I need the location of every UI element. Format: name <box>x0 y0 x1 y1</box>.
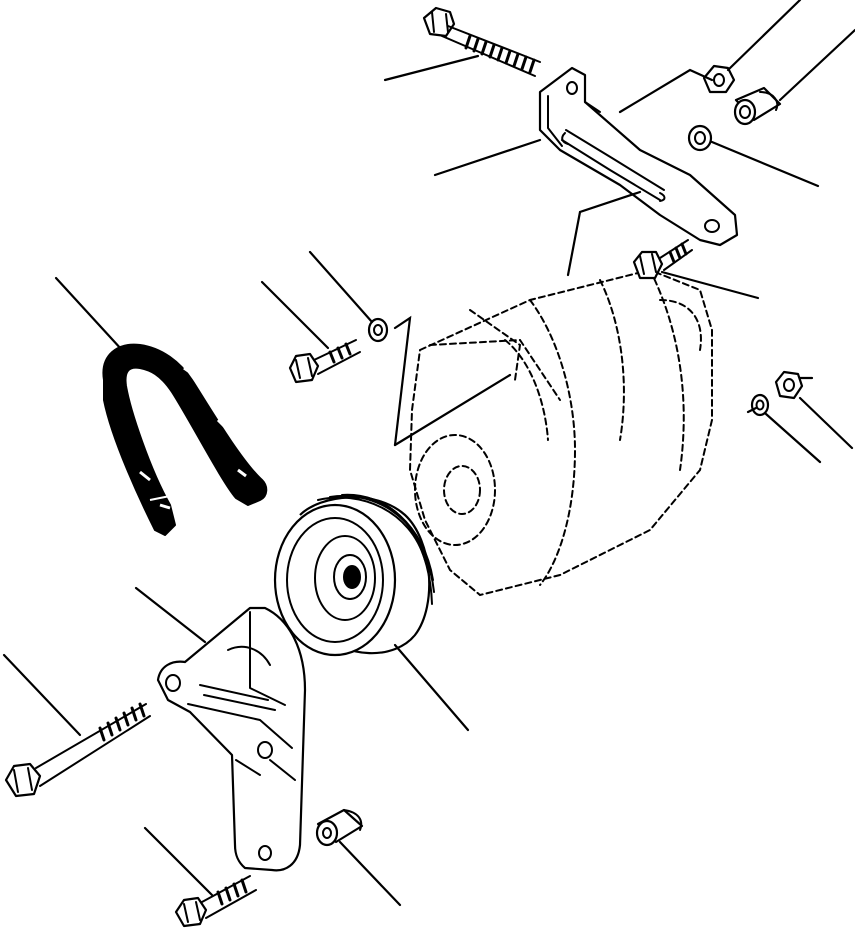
alternator-phantom <box>408 268 713 597</box>
leader-nut-right <box>798 376 854 450</box>
leader-drive-belt <box>54 276 124 352</box>
long-bolt-bottom <box>4 702 151 798</box>
leader-bolt-bottom <box>143 826 214 897</box>
nut-right <box>774 370 804 400</box>
leader-bolt-bracket-end <box>660 270 760 300</box>
leader-nut-top <box>726 0 802 72</box>
nut-top <box>702 64 736 94</box>
leader-adjusting-bracket-slot <box>566 190 642 277</box>
leader-lock-washer-right <box>746 406 822 464</box>
leader-bolt-mid <box>260 280 330 350</box>
bolt-mid <box>288 339 361 384</box>
leader-long-bolt-bottom <box>2 653 82 737</box>
leader-washer-top <box>710 140 820 188</box>
leader-spacer-bottom <box>338 840 402 907</box>
leader-nut-spacer-group <box>618 68 714 114</box>
lock-washer-right <box>750 393 770 417</box>
mounting-bracket <box>156 606 307 872</box>
adjusting-bracket <box>538 66 739 247</box>
pulley <box>273 493 435 657</box>
leader-washer-mid <box>308 250 374 324</box>
drive-belt <box>102 343 268 536</box>
leader-spacer-top <box>778 28 855 102</box>
spacer-top <box>733 86 782 126</box>
leader-pulley <box>393 643 470 732</box>
long-bolt-top <box>422 6 541 77</box>
bolt-bottom <box>174 875 257 928</box>
bolt-bracket-end <box>632 239 693 280</box>
leader-adjusting-bracket <box>433 138 542 177</box>
washer-top <box>687 124 713 152</box>
leader-mounting-bracket <box>134 586 207 644</box>
washer-mid <box>367 317 389 343</box>
alternator-leader <box>393 315 512 447</box>
spacer-bottom <box>315 808 364 847</box>
leader-long-bolt-top <box>383 54 480 82</box>
